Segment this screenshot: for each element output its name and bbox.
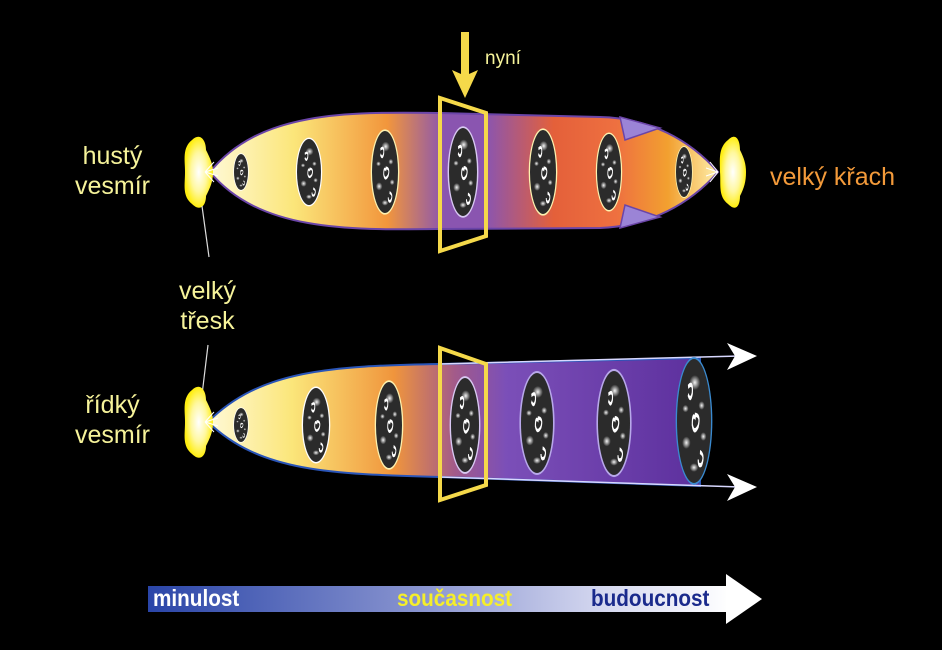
sparse-universe-line-1: řídký [85, 391, 140, 419]
galaxy-disc [596, 368, 632, 478]
open-upper-arrow-line [439, 355, 741, 365]
galaxy-disc [595, 132, 623, 212]
galaxy-disc [519, 371, 555, 475]
dense-universe-label: hustý vesmír [55, 141, 170, 201]
top-arrow-head-upper [619, 115, 663, 141]
timeline-arrow [148, 574, 762, 624]
top-arrow-head-lower [619, 204, 663, 230]
galaxy-disc [374, 380, 404, 470]
galaxy-disc [233, 153, 249, 191]
now-label: nyní [485, 48, 521, 69]
sparse-universe-label: řídký vesmír [55, 390, 170, 450]
galaxy-disc [449, 376, 481, 474]
big-bang-line-1: velký [179, 277, 236, 305]
galaxy-disc [675, 146, 693, 198]
now-frame-top [438, 95, 488, 254]
big-crunch-flash [705, 136, 746, 208]
bottom-galaxy-discs [233, 357, 712, 485]
big-bang-line-2: třesk [180, 307, 235, 335]
dense-universe-line-2: vesmír [75, 172, 150, 200]
big-crunch-label: velký křach [770, 163, 896, 191]
galaxy-disc [447, 126, 479, 218]
big-bang-flash-top [184, 136, 219, 208]
timeline-future-label: budoucnost [591, 585, 710, 611]
big-bang-flash-bottom [184, 386, 219, 458]
timeline-arrowhead-icon [726, 574, 762, 624]
galaxy-disc [295, 137, 323, 207]
open-lower-arrowhead-icon [727, 474, 757, 501]
top-galaxy-discs [233, 126, 693, 218]
big-bang-label: velký třesk [155, 276, 260, 336]
galaxy-disc [676, 357, 713, 485]
now-frame-bottom [438, 345, 488, 503]
galaxy-disc [528, 128, 558, 216]
open-lower-arrow-line [439, 476, 741, 488]
big-bang-pointer-line [201, 344, 209, 396]
galaxy-disc [301, 386, 331, 464]
timeline-present-label: současnost [397, 585, 513, 611]
big-bang-pointer-line [201, 205, 210, 258]
open-universe-tube [206, 343, 757, 501]
sparse-universe-line-2: vesmír [75, 421, 150, 449]
timeline-past-label: minulost [153, 585, 240, 611]
dense-universe-line-1: hustý [82, 142, 143, 170]
now-arrow-icon [452, 32, 478, 98]
galaxy-disc [233, 407, 249, 443]
galaxy-disc [370, 129, 400, 215]
open-upper-arrowhead-icon [727, 343, 757, 370]
